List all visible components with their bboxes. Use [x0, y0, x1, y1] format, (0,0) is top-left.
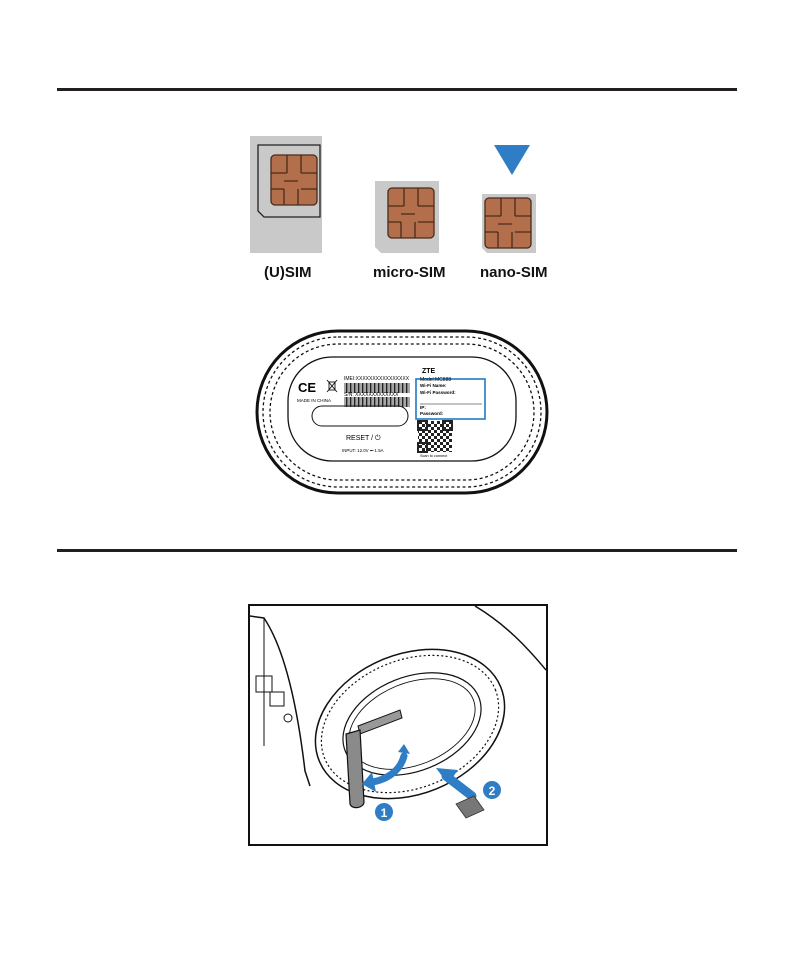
- nano-sim-card: [482, 194, 536, 253]
- sim-install-graphic: 1 2: [250, 606, 546, 844]
- wifi-password-text: Wi-Fi Password:: [420, 390, 456, 395]
- selected-indicator-icon: [494, 145, 530, 175]
- step-2-number: 2: [489, 784, 496, 798]
- sim-install-illustration: 1 2: [248, 604, 548, 846]
- device-label-illustration: CE IMEI:XXXXXXXXXXXXXXXX S/N: XXXXXXXXXX…: [254, 328, 550, 496]
- serial-number-text: S/N: XXXXXXXXXXXXX: [344, 392, 399, 398]
- made-in-text: MADE IN CHINA: [297, 398, 331, 403]
- device-bottom-graphic: CE IMEI:XXXXXXXXXXXXXXXX S/N: XXXXXXXXXX…: [254, 328, 550, 496]
- step-1-number: 1: [381, 806, 388, 820]
- sim-types-illustration: (U)SIM micro-SIM nano-SIM: [248, 133, 553, 293]
- usim-card: [250, 136, 322, 253]
- power-input-text: INPUT: 12.0V ⎓ 1.5A: [342, 448, 384, 453]
- micro-sim-label: micro-SIM: [373, 264, 446, 281]
- section-divider-top: [57, 88, 737, 91]
- nano-sim-label: nano-SIM: [480, 264, 548, 281]
- qr-code-graphic: [418, 421, 452, 452]
- wifi-name-text: Wi-Fi Name:: [420, 383, 447, 388]
- micro-sim-card: [375, 181, 439, 253]
- usim-label: (U)SIM: [264, 264, 312, 281]
- ce-mark: CE: [298, 380, 316, 395]
- brand-text: ZTE: [422, 368, 436, 375]
- ip-text: IP:: [420, 405, 426, 410]
- password-text: Password:: [420, 411, 444, 416]
- section-divider-middle: [57, 549, 737, 552]
- reset-text: RESET / ⏻: [346, 434, 381, 442]
- qr-caption-text: Scan to connect: [420, 454, 448, 458]
- imei-text: IMEI:XXXXXXXXXXXXXXXX: [344, 376, 410, 382]
